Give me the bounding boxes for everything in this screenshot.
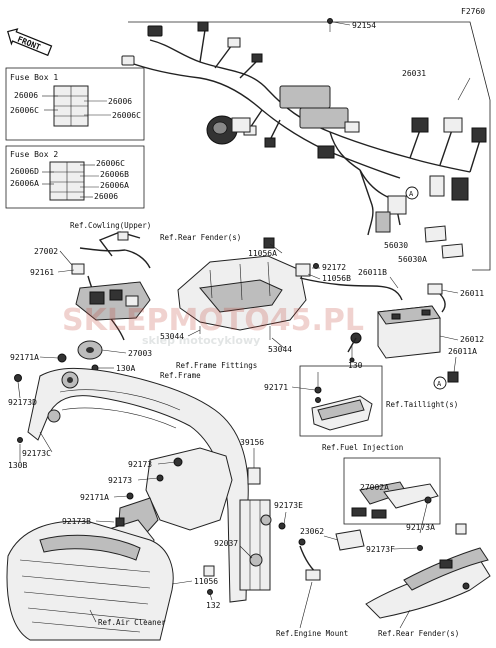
- part-label-23062: 23062: [300, 527, 324, 536]
- part-label-27002a: 27002A: [360, 483, 389, 492]
- part-label-92037: 92037: [214, 539, 238, 548]
- part-label-26031: 26031: [402, 69, 426, 78]
- taillight-assembly: [299, 365, 383, 437]
- part-label-92173b: 92173B: [62, 517, 91, 526]
- part-label-92154: 92154: [352, 21, 376, 30]
- part-label-11056b: 11056B: [322, 274, 351, 283]
- callout-marker-a-top: A: [405, 186, 419, 200]
- part-label-92171a-a: 92171A: [10, 353, 39, 362]
- fuse-box-1-label-0: 26006: [14, 91, 38, 100]
- part-label-130: 130: [348, 361, 363, 370]
- ref-rear-fender-bottom: Ref.Rear Fender(s): [378, 629, 459, 638]
- ref-taillight: Ref.Taillight(s): [386, 400, 458, 409]
- ref-rear-fender-top: Ref.Rear Fender(s): [160, 233, 241, 242]
- fuse-box-2-label-4: 26006A: [100, 181, 129, 190]
- fuse-box-2-title: Fuse Box 2: [10, 150, 58, 159]
- front-direction-arrow: FRONT: [7, 28, 53, 57]
- part-number-labels: 92154 26031 56030 56030A 27002 92161 110…: [8, 21, 484, 610]
- part-label-26011a: 26011A: [448, 347, 477, 356]
- part-label-92173e: 92173E: [274, 501, 303, 510]
- svg-text:A: A: [409, 190, 414, 198]
- fuse-box-1-label-2: 26006: [108, 97, 132, 106]
- leader-lines: [17, 21, 459, 629]
- part-label-39156: 39156: [240, 438, 264, 447]
- part-label-11056a: 11056A: [248, 249, 277, 258]
- part-label-53044-a: 53044: [160, 332, 184, 341]
- part-label-92171a-b: 92171A: [80, 493, 109, 502]
- part-label-27003: 27003: [128, 349, 152, 358]
- part-label-26011: 26011: [460, 289, 484, 298]
- fuse-box-1-label-1: 26006C: [10, 106, 39, 115]
- watermark: SKLEPMOTO45.PL sklep motocyklowy: [62, 303, 364, 347]
- part-label-56030a: 56030A: [398, 255, 427, 264]
- fuse-box-2-label-3: 26006A: [10, 179, 39, 188]
- watermark-brand: SKLEPMOTO45.PL: [62, 303, 364, 338]
- part-label-92173f: 92173F: [366, 545, 395, 554]
- fuse-box-1-panel: Fuse Box 1 26006 26006C 26006 26006C: [5, 67, 145, 141]
- frame-fittings-tray: [177, 237, 319, 340]
- ref-air-cleaner: Ref.Air Cleaner: [98, 618, 166, 627]
- fuse-box-2-label-5: 26006: [94, 192, 118, 201]
- part-label-92173-b: 92173: [108, 476, 132, 485]
- air-cleaner-box: [6, 520, 174, 641]
- svg-text:A: A: [437, 380, 442, 388]
- cowling-harness-group: [14, 231, 151, 443]
- ref-cowling-upper: Ref.Cowling(Upper): [70, 221, 151, 230]
- part-label-130b: 130B: [8, 461, 27, 470]
- rear-fender-part: [365, 523, 491, 619]
- part-label-26012: 26012: [460, 335, 484, 344]
- watermark-tagline: sklep motocyklowy: [142, 334, 260, 347]
- battery-26012: [377, 305, 441, 359]
- part-label-92173-a: 92173: [128, 460, 152, 469]
- reference-labels: Ref.Cowling(Upper) Ref.Rear Fender(s) Re…: [70, 221, 459, 638]
- fuse-box-2-label-2: 26006B: [100, 170, 129, 179]
- callout-marker-a-bottom: A: [433, 376, 447, 390]
- fuse-box-2-label-1: 26006D: [10, 167, 39, 176]
- ref-fuel-injection: Ref.Fuel Injection: [322, 443, 403, 452]
- fuse-box-2-label-0: 26006C: [96, 159, 125, 168]
- frame-body: [27, 367, 286, 603]
- main-harness-26031: [121, 18, 491, 271]
- ref-engine-mount: Ref.Engine Mount: [276, 629, 348, 638]
- fuse-box-1-title: Fuse Box 1: [10, 73, 58, 82]
- part-label-92172: 92172: [322, 263, 346, 272]
- part-label-92173a: 92173A: [406, 523, 435, 532]
- ref-frame: Ref.Frame: [160, 371, 201, 380]
- part-label-11056: 11056: [194, 577, 218, 586]
- part-label-92173c: 92173C: [22, 449, 51, 458]
- part-label-26011b: 26011B: [358, 268, 387, 277]
- part-label-132: 132: [206, 601, 221, 610]
- fuse-box-1-label-3: 26006C: [112, 111, 141, 120]
- part-label-92171: 92171: [264, 383, 288, 392]
- ref-frame-fittings: Ref.Frame Fittings: [176, 361, 257, 370]
- part-label-27002: 27002: [34, 247, 58, 256]
- fuse-box-2-panel: Fuse Box 2 26006C 26006D 26006B 26006A 2…: [5, 145, 145, 209]
- part-label-92173d: 92173D: [8, 398, 37, 407]
- part-label-130a: 130A: [116, 364, 135, 373]
- part-label-92161: 92161: [30, 268, 54, 277]
- part-label-56030: 56030: [384, 241, 408, 250]
- part-label-53044-b: 53044: [268, 345, 292, 354]
- fuel-injection-harness: [298, 457, 441, 581]
- figure-code: F2760: [461, 7, 485, 16]
